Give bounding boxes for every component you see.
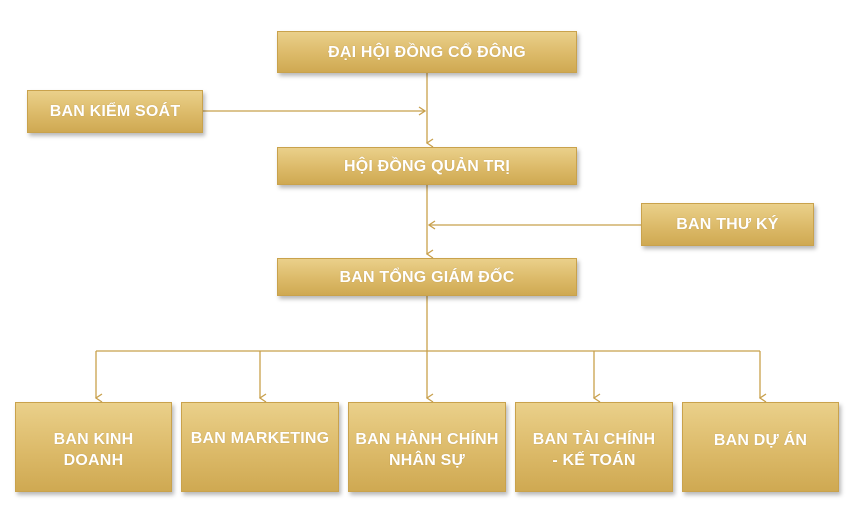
node-dept-finance-accounting: BAN TÀI CHÍNH - KẾ TOÁN <box>515 402 673 492</box>
node-dept-admin-hr: BAN HÀNH CHÍNH NHÂN SỰ <box>348 402 506 492</box>
node-dept-finance-accounting-label: BAN TÀI CHÍNH - KẾ TOÁN <box>532 431 656 469</box>
node-dept-business-label: BAN KINH DOANH <box>53 431 134 469</box>
node-dept-admin-hr-label: BAN HÀNH CHÍNH NHÂN SỰ <box>355 431 499 469</box>
node-board-of-directors: HỘI ĐỒNG QUẢN TRỊ <box>277 147 577 185</box>
node-general-meeting: ĐẠI HỘI ĐỒNG CỔ ĐÔNG <box>277 31 577 73</box>
node-dept-marketing: BAN MARKETING <box>181 402 339 492</box>
node-secretariat-label: BAN THƯ KÝ <box>676 216 779 233</box>
node-executive-board-label: BAN TỔNG GIÁM ĐỐC <box>339 268 515 286</box>
node-dept-projects-label: BAN DỰ ÁN <box>713 432 808 449</box>
node-executive-board: BAN TỔNG GIÁM ĐỐC <box>277 258 577 296</box>
node-dept-marketing-label: BAN MARKETING <box>190 430 330 447</box>
node-dept-projects: BAN DỰ ÁN <box>682 402 839 492</box>
node-general-meeting-label: ĐẠI HỘI ĐỒNG CỔ ĐÔNG <box>328 43 526 61</box>
node-board-of-directors-label: HỘI ĐỒNG QUẢN TRỊ <box>343 157 511 175</box>
node-supervisory-board: BAN KIỂM SOÁT <box>27 90 203 133</box>
node-dept-business: BAN KINH DOANH <box>15 402 172 492</box>
node-supervisory-board-label: BAN KIỂM SOÁT <box>49 103 181 120</box>
node-secretariat: BAN THƯ KÝ <box>641 203 814 246</box>
